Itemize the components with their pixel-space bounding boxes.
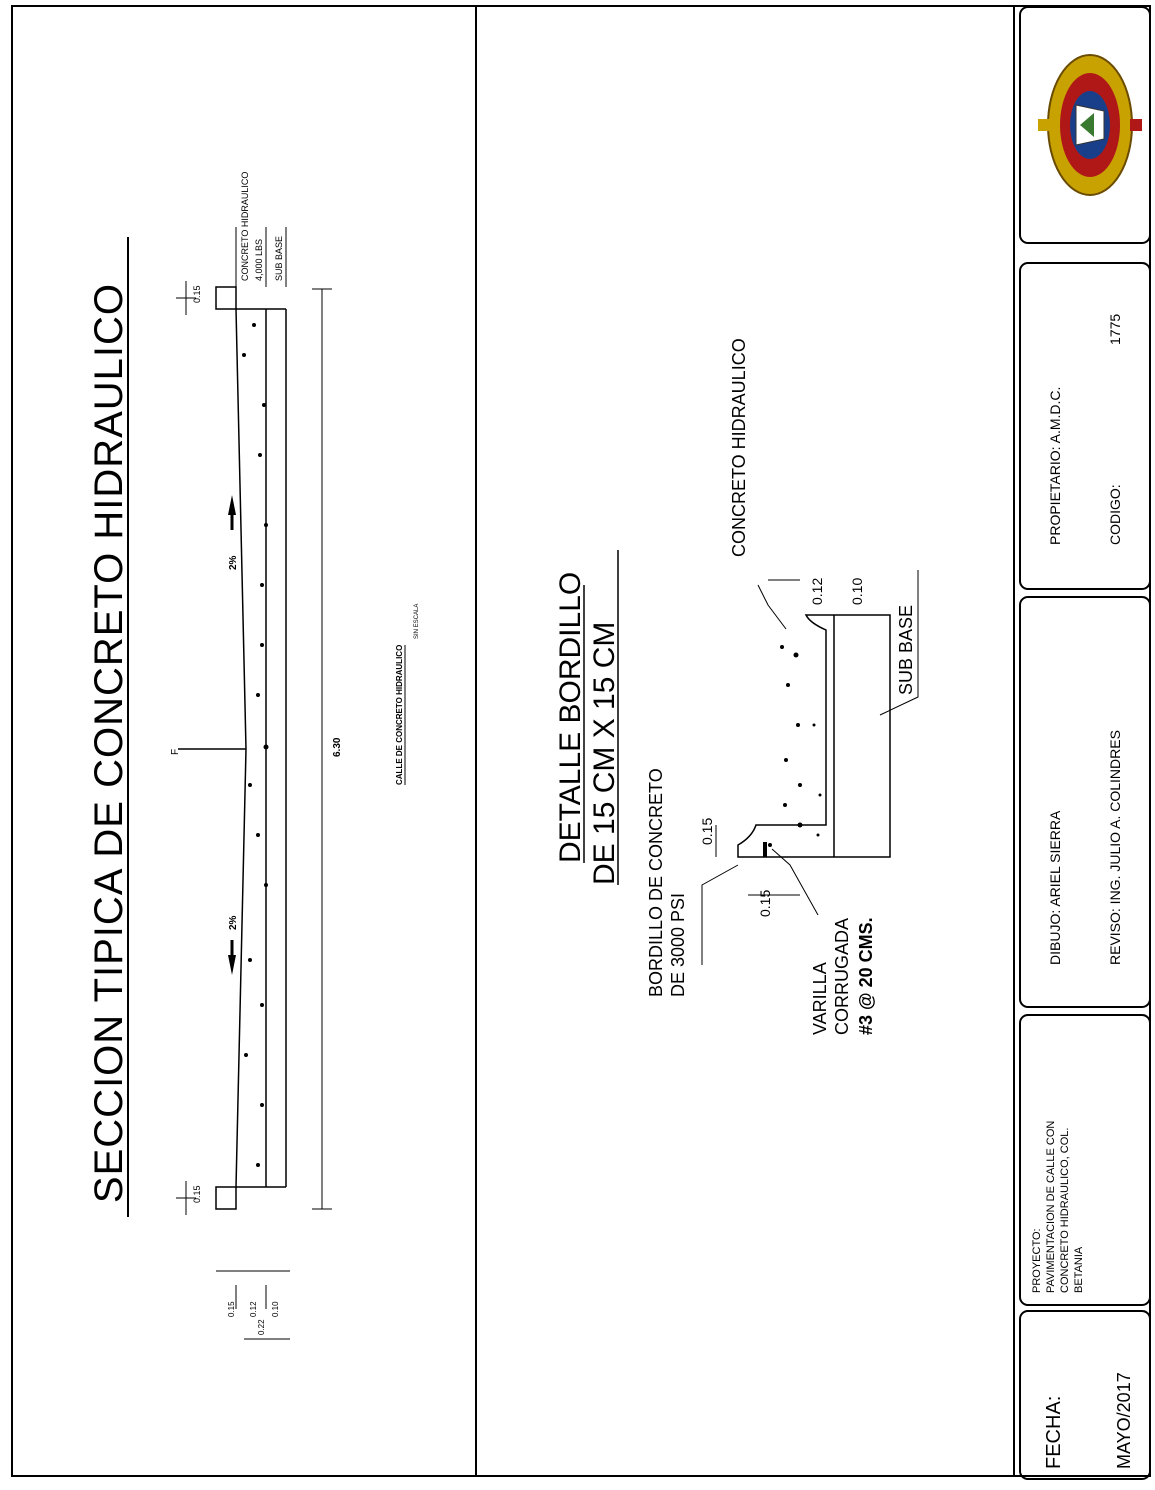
dim-slab: 0.12 — [809, 578, 825, 605]
width-dimension: 6.30 — [312, 288, 343, 1210]
codigo-value: 1775 — [1107, 314, 1123, 345]
slope-left-label: 2% — [228, 915, 239, 930]
proyecto-label: PROYECTO: — [1031, 1228, 1043, 1293]
varilla-label-1: VARILLA — [810, 962, 830, 1035]
proyecto-line-2: CONCRETO HIDRAULICO, COL. — [1059, 1128, 1071, 1293]
slope-right: 2% — [228, 495, 239, 570]
title-block: FECHA: MAYO/2017 PROYECTO: PAVIMENTACION… — [1019, 6, 1151, 1480]
dim-side: 0.15 — [757, 890, 773, 917]
proyecto-line-1: PAVIMENTACION DE CALLE CON — [1045, 1121, 1057, 1293]
detail-dims: 0.15 0.15 0.12 0.10 — [699, 578, 865, 917]
slope-right-label: 2% — [228, 555, 239, 570]
crown-marker: F — [170, 748, 246, 755]
aggregate-dots — [242, 323, 269, 1167]
varilla-label-3: #3 @ 20 CMS. — [856, 917, 876, 1035]
municipal-seal-icon — [1038, 54, 1142, 196]
left-layer-dims: 0.15 0.12 0.10 0.22 — [216, 1270, 290, 1340]
width-dim-label: 6.30 — [332, 737, 343, 757]
layer-label-concrete: CONCRETO HIDRAULICO — [240, 172, 250, 281]
left-total-dim: 0.22 — [257, 1319, 266, 1335]
fecha-label: FECHA: — [1043, 1396, 1065, 1469]
bordillo-label-1: BORDILLO DE CONCRETO — [646, 768, 666, 997]
detail-title-line1: DETALLE BORDILLO — [554, 572, 587, 863]
slope-left: 2% — [228, 915, 239, 975]
detail-title-line2: DE 15 CM X 15 CM — [588, 622, 621, 885]
crown-label: F — [170, 749, 181, 755]
varilla-label-2: CORRUGADA — [832, 918, 852, 1035]
typical-section: SECCION TIPICA DE CONCRETO HIDRAULICO — [87, 172, 420, 1340]
curb-dim-left: 0.15 — [192, 1185, 202, 1203]
subbase-tag: SUB BASE — [879, 570, 919, 716]
section-title: SECCION TIPICA DE CONCRETO HIDRAULICO — [87, 283, 131, 1203]
bordillo-label-2: DE 3000 PSI — [668, 893, 688, 997]
section-caption: CALLE DE CONCRETO HIDRAULICO SIN ESCALA — [395, 604, 420, 785]
curb-left — [215, 1186, 237, 1210]
concrete-label: CONCRETO HIDRAULICO — [729, 338, 749, 557]
section-caption-text: CALLE DE CONCRETO HIDRAULICO — [395, 645, 404, 785]
curb-detail: DETALLE BORDILLO DE 15 CM X 15 CM BORDIL… — [554, 338, 919, 1035]
propietario-text: PROPIETARIO: A.M.D.C. — [1047, 387, 1063, 545]
left-dim-2: 0.12 — [249, 1301, 258, 1317]
dim-top: 0.15 — [699, 818, 715, 845]
left-dim-1: 0.15 — [227, 1301, 236, 1317]
proyecto-line-3: BETANIA — [1073, 1246, 1085, 1293]
layer-label-subbase: SUB BASE — [274, 236, 284, 281]
layer-label-strength: 4,000 LBS — [254, 239, 264, 281]
curb-dim-right: 0.15 — [192, 285, 202, 303]
curb-shape — [737, 614, 891, 858]
layer-labels: CONCRETO HIDRAULICO 4,000 LBS SUB BASE — [235, 172, 287, 287]
fecha-value: MAYO/2017 — [1114, 1372, 1134, 1469]
dim-base: 0.10 — [849, 578, 865, 605]
left-dim-3: 0.10 — [271, 1301, 280, 1317]
codigo-label: CODIGO: — [1107, 484, 1123, 545]
subbase-label: SUB BASE — [896, 605, 916, 695]
section-caption-sub: SIN ESCALA — [414, 604, 420, 639]
curb-aggregate — [768, 645, 822, 847]
reviso-text: REVISO: ING. JULIO A. COLINDRES — [1107, 730, 1123, 965]
curb-right — [215, 286, 237, 310]
curb-dims: 0.15 0.15 — [176, 281, 202, 1215]
dibujo-text: DIBUJO: ARIEL SIERRA — [1047, 810, 1063, 965]
